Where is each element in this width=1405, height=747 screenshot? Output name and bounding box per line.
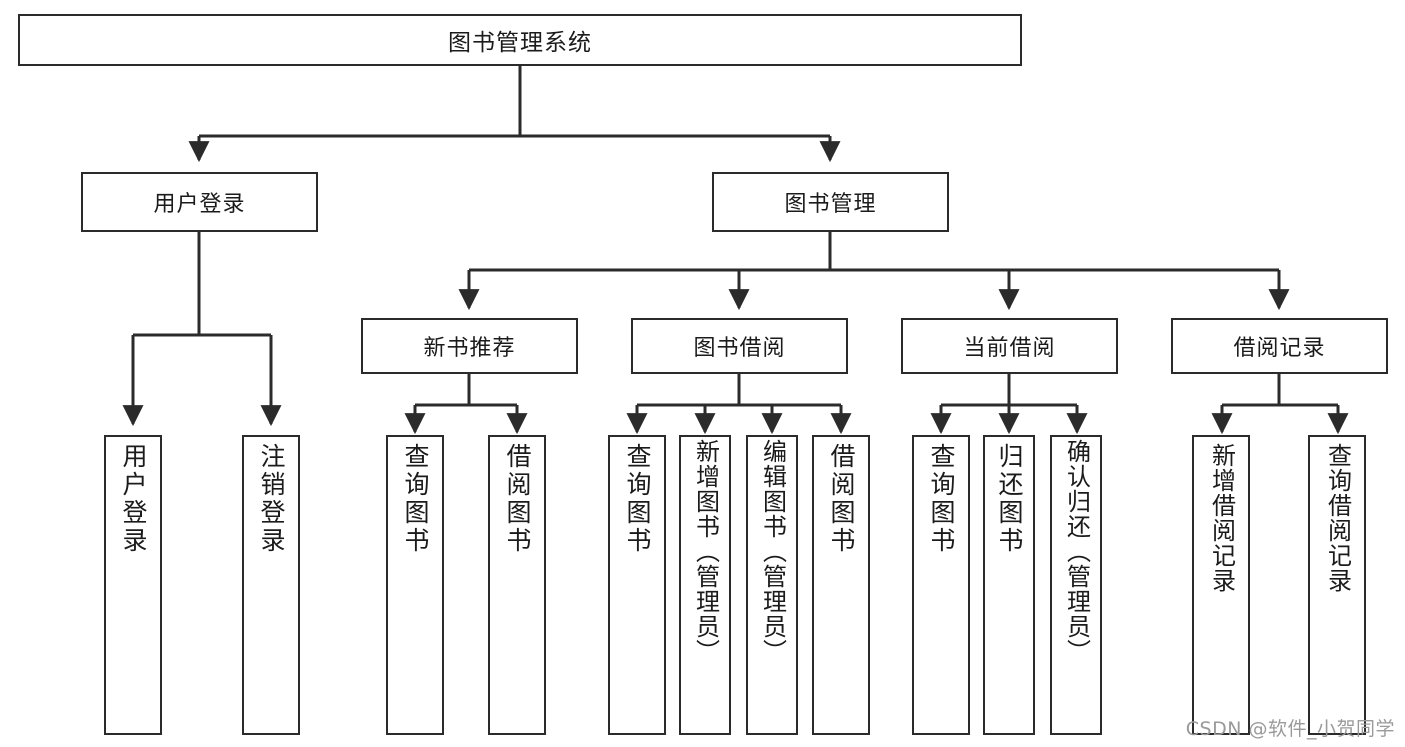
leaf-edit-book[interactable]: 编辑图书（管理员） bbox=[746, 435, 798, 735]
node-user-login[interactable]: 用户登录 bbox=[81, 172, 318, 232]
node-new-book-recommend[interactable]: 新书推荐 bbox=[361, 318, 578, 374]
watermark-text: CSDN @软件_小贺同学 bbox=[1185, 718, 1395, 740]
leaf-user-login[interactable]: 用户登录 bbox=[104, 435, 162, 735]
leaf-borrow-book-1[interactable]: 借阅图书 bbox=[488, 435, 546, 735]
leaf-label: 编辑图书（管理员） bbox=[758, 439, 787, 664]
leaf-label: 新增借阅记录 bbox=[1207, 443, 1236, 593]
node-root-book-management-system[interactable]: 图书管理系统 bbox=[18, 14, 1022, 66]
leaf-label: 借阅图书 bbox=[827, 443, 856, 555]
leaf-label: 注销登录 bbox=[257, 443, 286, 555]
leaf-query-record[interactable]: 查询借阅记录 bbox=[1308, 435, 1366, 735]
node-book-borrow[interactable]: 图书借阅 bbox=[631, 318, 848, 374]
leaf-label: 查询图书 bbox=[623, 443, 652, 555]
leaf-borrow-book-2[interactable]: 借阅图书 bbox=[812, 435, 870, 735]
node-label: 当前借阅 bbox=[963, 336, 1056, 361]
node-label: 用户登录 bbox=[153, 192, 246, 217]
leaf-add-book[interactable]: 新增图书（管理员） bbox=[679, 435, 731, 735]
node-current-borrow[interactable]: 当前借阅 bbox=[901, 318, 1118, 374]
leaf-label: 借阅图书 bbox=[503, 443, 532, 555]
leaf-return-book[interactable]: 归还图书 bbox=[983, 435, 1035, 735]
node-label: 图书管理 bbox=[784, 192, 877, 217]
leaf-label: 查询图书 bbox=[401, 443, 430, 555]
leaf-label: 查询借阅记录 bbox=[1323, 443, 1352, 593]
node-label: 图书管理系统 bbox=[448, 30, 592, 56]
leaf-query-book-3[interactable]: 查询图书 bbox=[912, 435, 970, 735]
leaf-query-book-1[interactable]: 查询图书 bbox=[386, 435, 444, 735]
leaf-label: 用户登录 bbox=[119, 443, 148, 555]
leaf-label: 确认归还（管理员） bbox=[1062, 439, 1091, 664]
leaf-query-book-2[interactable]: 查询图书 bbox=[608, 435, 666, 735]
leaf-label: 查询图书 bbox=[927, 443, 956, 555]
leaf-label: 归还图书 bbox=[995, 443, 1024, 555]
node-label: 图书借阅 bbox=[693, 336, 786, 361]
leaf-confirm-return[interactable]: 确认归还（管理员） bbox=[1050, 435, 1102, 735]
node-book-management[interactable]: 图书管理 bbox=[712, 172, 949, 232]
node-borrow-record[interactable]: 借阅记录 bbox=[1171, 318, 1388, 374]
leaf-add-record[interactable]: 新增借阅记录 bbox=[1192, 435, 1250, 735]
leaf-label: 新增图书（管理员） bbox=[691, 439, 720, 664]
leaf-logout-login[interactable]: 注销登录 bbox=[242, 435, 300, 735]
node-label: 新书推荐 bbox=[423, 336, 516, 361]
node-label: 借阅记录 bbox=[1233, 336, 1326, 361]
